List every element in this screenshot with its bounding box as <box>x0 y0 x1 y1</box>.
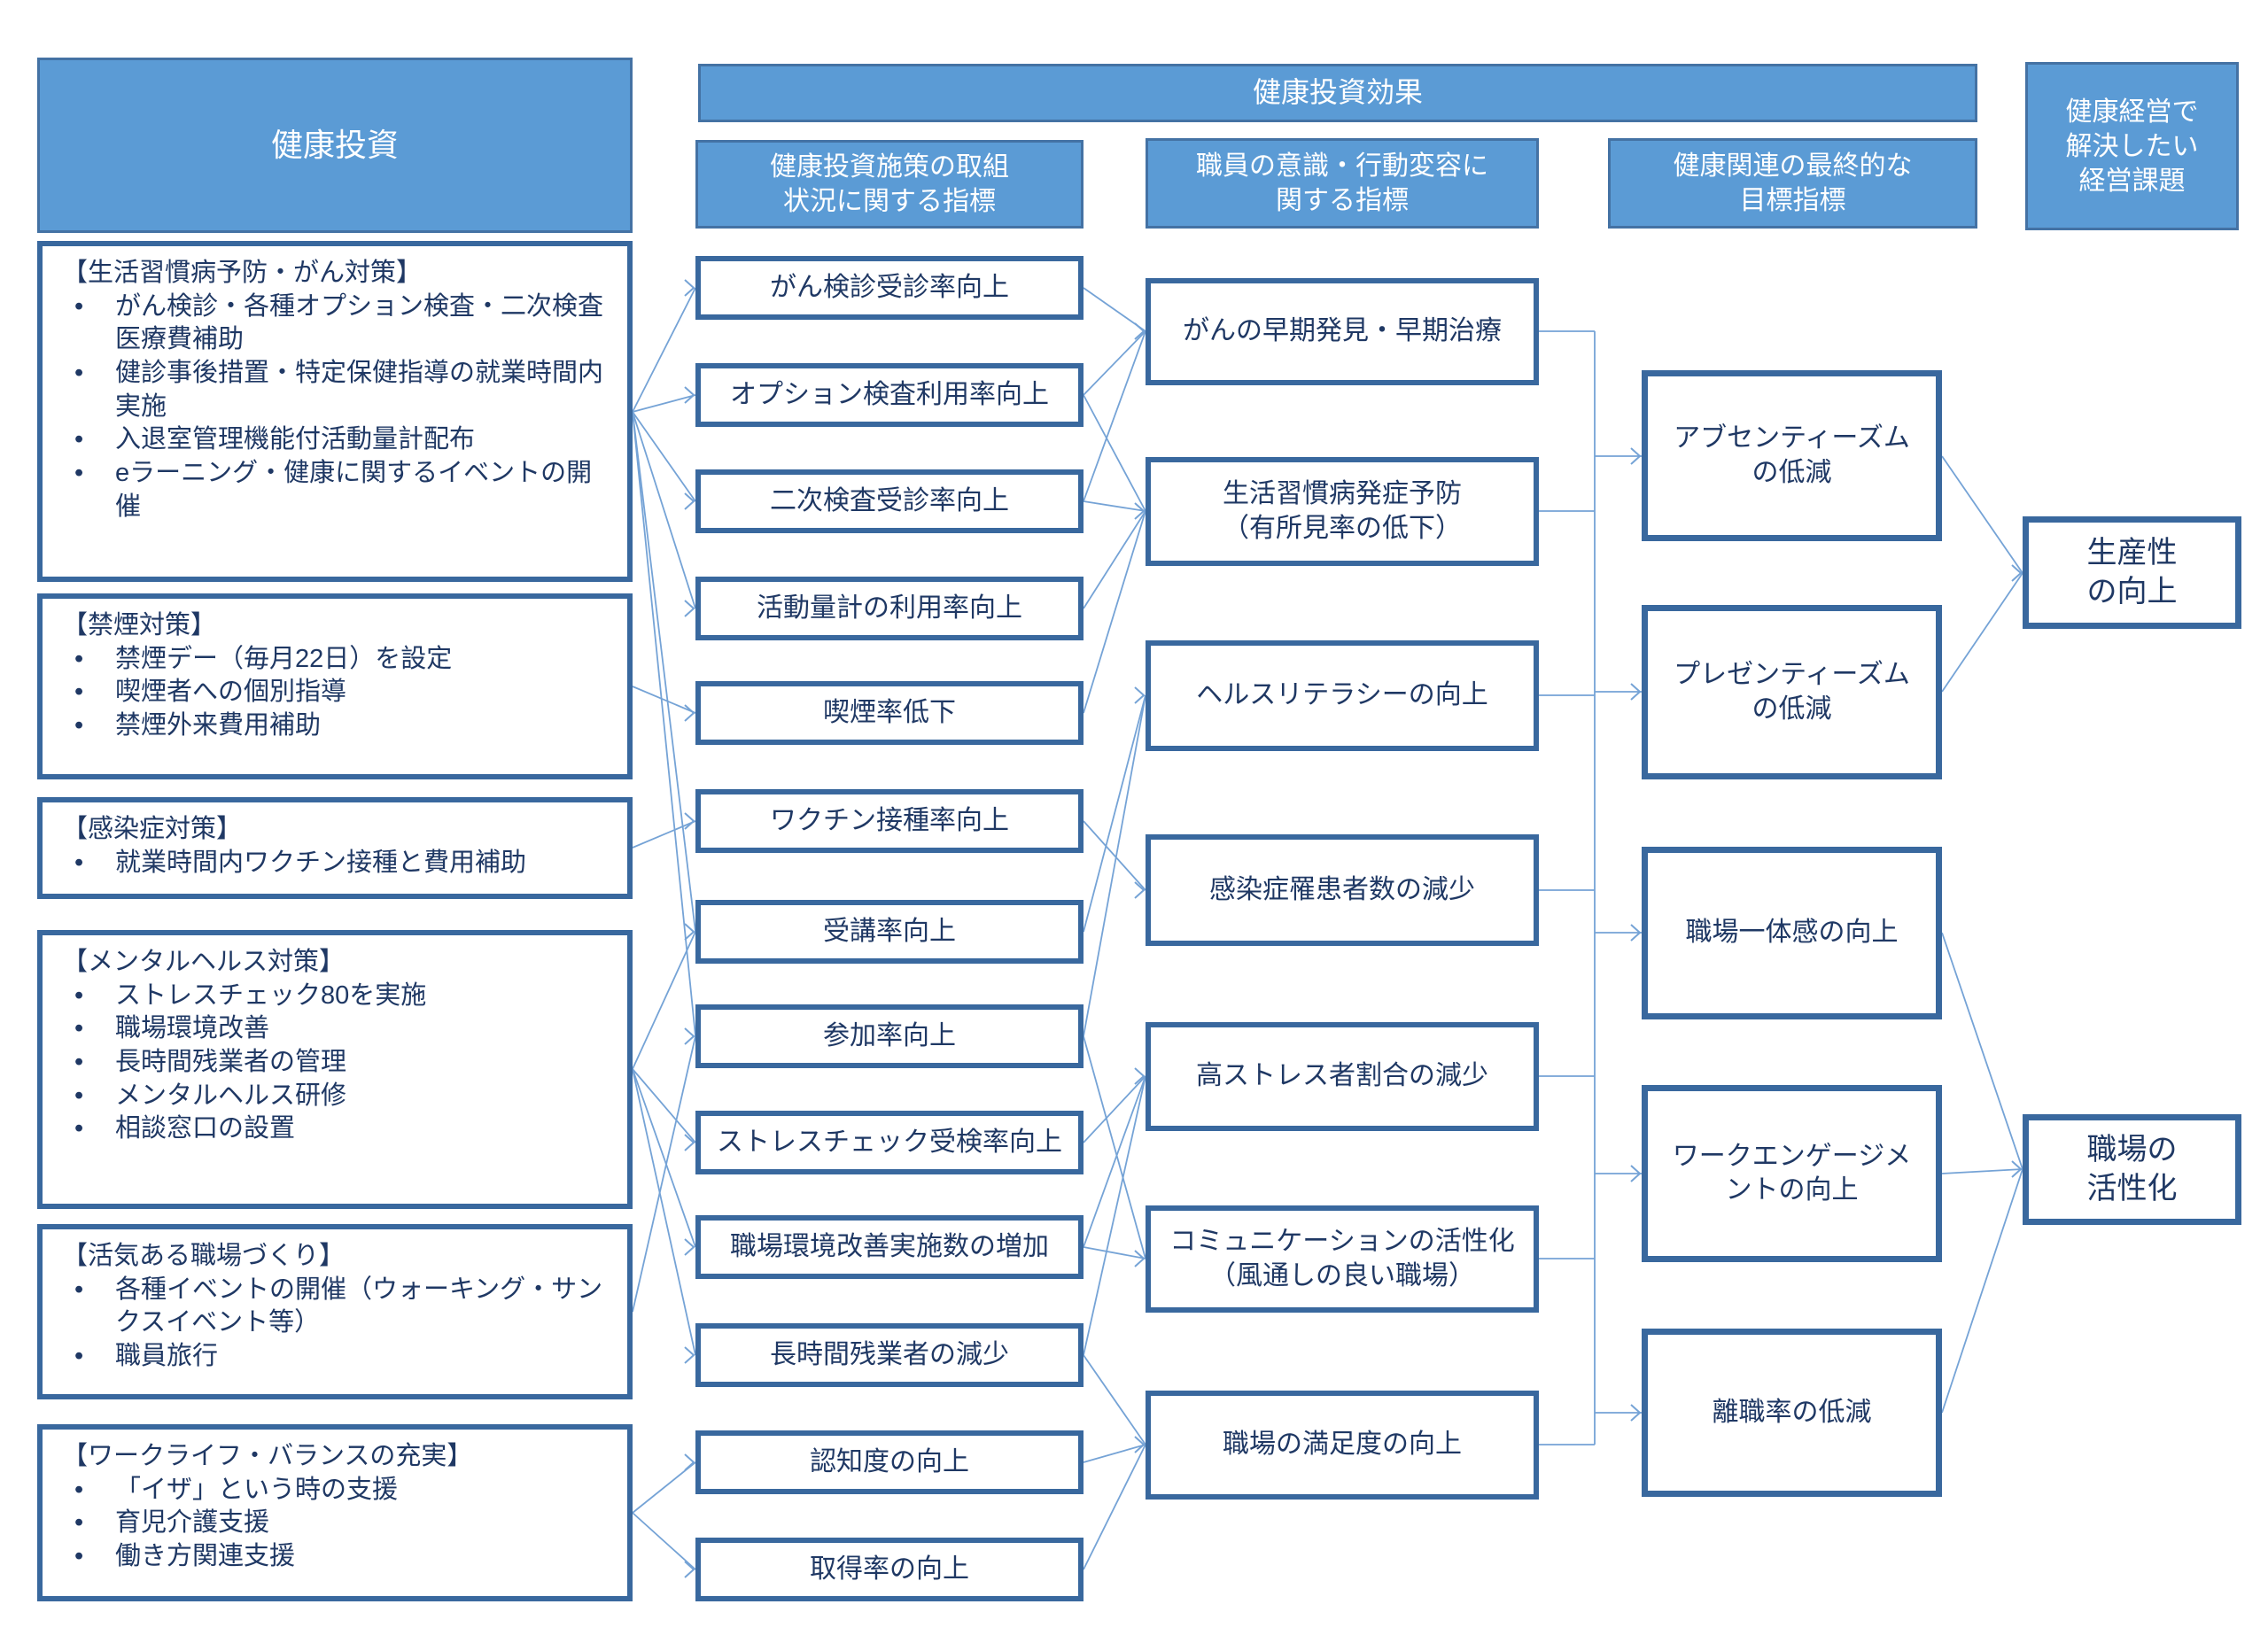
category-title: 【感染症対策】 <box>62 815 243 843</box>
header-investment: 健康投資 <box>37 58 633 233</box>
category-bullet-list: がん検診・各種オプション検査・二次検査医療費補助 健診事後措置・特定保健指導の就… <box>60 291 611 524</box>
outcome-box-cancer-early-detection: がんの早期発見・早期治療 <box>1146 278 1539 385</box>
header-metric-implementation: 健康投資施策の取組 状況に関する指標 <box>695 140 1084 229</box>
category-bullet: 相談窓口の設置 <box>60 1112 611 1146</box>
indicator-box-vaccination: ワクチン接種率向上 <box>695 789 1084 853</box>
category-bullet: 各種イベントの開催（ウォーキング・サンクスイベント等） <box>60 1274 611 1340</box>
category-bullet: 職場環境改善 <box>60 1012 611 1046</box>
category-bullet: 健診事後措置・特定保健指導の就業時間内実施 <box>60 357 611 423</box>
indicator-box-course-attendance: 受講率向上 <box>695 900 1084 964</box>
category-box-lifestyle-cancer: 【生活習慣病予防・がん対策】 がん検診・各種オプション検査・二次検査医療費補助 … <box>37 241 633 582</box>
category-title: 【生活習慣病予防・がん対策】 <box>62 259 423 287</box>
category-bullet: 働き方関連支援 <box>60 1540 611 1574</box>
category-bullet: 禁煙外来費用補助 <box>60 709 611 743</box>
outcome-box-communication: コミュニケーションの活性化 （風通しの良い職場） <box>1146 1205 1539 1313</box>
indicator-box-awareness: 認知度の向上 <box>695 1430 1084 1494</box>
indicator-box-smoking-rate: 喫煙率低下 <box>695 681 1084 745</box>
category-bullet-list: 就業時間内ワクチン接種と費用補助 <box>60 847 611 880</box>
target-box-workplace-unity: 職場一体感の向上 <box>1642 847 1942 1019</box>
category-bullet: 「イザ」という時の支援 <box>60 1474 611 1507</box>
category-title: 【活気ある職場づくり】 <box>62 1242 346 1270</box>
target-box-presenteeism: プレゼンティーズム の低減 <box>1642 605 1942 779</box>
indicator-box-activity-meter: 活動量計の利用率向上 <box>695 577 1084 640</box>
category-box-infection: 【感染症対策】 就業時間内ワクチン接種と費用補助 <box>37 797 633 899</box>
category-bullet: 喫煙者への個別指導 <box>60 676 611 709</box>
category-title: 【ワークライフ・バランスの充実】 <box>62 1442 473 1470</box>
indicator-box-overtime-reduction: 長時間残業者の減少 <box>695 1323 1084 1387</box>
category-title: 【禁煙対策】 <box>62 611 217 639</box>
category-bullet-list: 各種イベントの開催（ウォーキング・サンクスイベント等） 職員旅行 <box>60 1274 611 1374</box>
category-title: 【メンタルヘルス対策】 <box>62 948 346 976</box>
category-bullet: メンタルヘルス研修 <box>60 1080 611 1113</box>
outcome-box-infection-reduction: 感染症罹患者数の減少 <box>1146 834 1539 946</box>
outcome-box-health-literacy: ヘルスリテラシーの向上 <box>1146 640 1539 751</box>
indicator-box-option-exam: オプション検査利用率向上 <box>695 363 1084 427</box>
category-bullet: 職員旅行 <box>60 1340 611 1374</box>
header-metric-behavior: 職員の意識・行動変容に 関する指標 <box>1146 138 1539 229</box>
indicator-box-cancer-screening: がん検診受診率向上 <box>695 256 1084 320</box>
category-bullet: eラーニング・健康に関するイベントの開催 <box>60 457 611 523</box>
outcome-box-workplace-satisfaction: 職場の満足度の向上 <box>1146 1391 1539 1500</box>
category-bullet: 就業時間内ワクチン接種と費用補助 <box>60 847 611 880</box>
category-bullet: 長時間残業者の管理 <box>60 1046 611 1080</box>
category-bullet-list: ストレスチェック80を実施 職場環境改善 長時間残業者の管理 メンタルヘルス研修… <box>60 980 611 1146</box>
target-box-turnover: 離職率の低減 <box>1642 1329 1942 1497</box>
category-bullet: 入退室管理機能付活動量計配布 <box>60 423 611 457</box>
header-effect: 健康投資効果 <box>698 64 1977 122</box>
target-box-work-engagement: ワークエンゲージメ ントの向上 <box>1642 1085 1942 1262</box>
issue-box-workplace-vitalization: 職場の 活性化 <box>2023 1114 2241 1225</box>
indicator-box-stress-check: ストレスチェック受検率向上 <box>695 1111 1084 1174</box>
category-bullet: がん検診・各種オプション検査・二次検査医療費補助 <box>60 291 611 357</box>
outcome-box-lifestyle-disease-prevention: 生活習慣病発症予防 （有所見率の低下） <box>1146 457 1539 566</box>
indicator-box-workplace-improvement: 職場環境改善実施数の増加 <box>695 1215 1084 1279</box>
category-box-vibrant-workplace: 【活気ある職場づくり】 各種イベントの開催（ウォーキング・サンクスイベント等） … <box>37 1224 633 1399</box>
category-box-work-life-balance: 【ワークライフ・バランスの充実】 「イザ」という時の支援 育児介護支援 働き方関… <box>37 1424 633 1601</box>
indicator-box-acquisition-rate: 取得率の向上 <box>695 1538 1084 1601</box>
category-bullet: 禁煙デー（毎月22日）を設定 <box>60 643 611 677</box>
header-management-issues: 健康経営で 解決したい 経営課題 <box>2025 62 2239 230</box>
category-bullet: 育児介護支援 <box>60 1507 611 1540</box>
category-bullet-list: 禁煙デー（毎月22日）を設定 喫煙者への個別指導 禁煙外来費用補助 <box>60 643 611 743</box>
indicator-box-participation: 参加率向上 <box>695 1004 1084 1068</box>
issue-box-productivity: 生産性 の向上 <box>2023 516 2241 629</box>
category-box-mental-health: 【メンタルヘルス対策】 ストレスチェック80を実施 職場環境改善 長時間残業者の… <box>37 930 633 1209</box>
category-box-smoking: 【禁煙対策】 禁煙デー（毎月22日）を設定 喫煙者への個別指導 禁煙外来費用補助 <box>37 593 633 779</box>
target-box-absenteeism: アブセンティーズム の低減 <box>1642 370 1942 541</box>
header-metric-target: 健康関連の最終的な 目標指標 <box>1608 138 1977 229</box>
indicator-box-secondary-exam: 二次検査受診率向上 <box>695 469 1084 533</box>
category-bullet-list: 「イザ」という時の支援 育児介護支援 働き方関連支援 <box>60 1474 611 1574</box>
category-bullet: ストレスチェック80を実施 <box>60 980 611 1013</box>
outcome-box-high-stress-reduction: 高ストレス者割合の減少 <box>1146 1022 1539 1131</box>
